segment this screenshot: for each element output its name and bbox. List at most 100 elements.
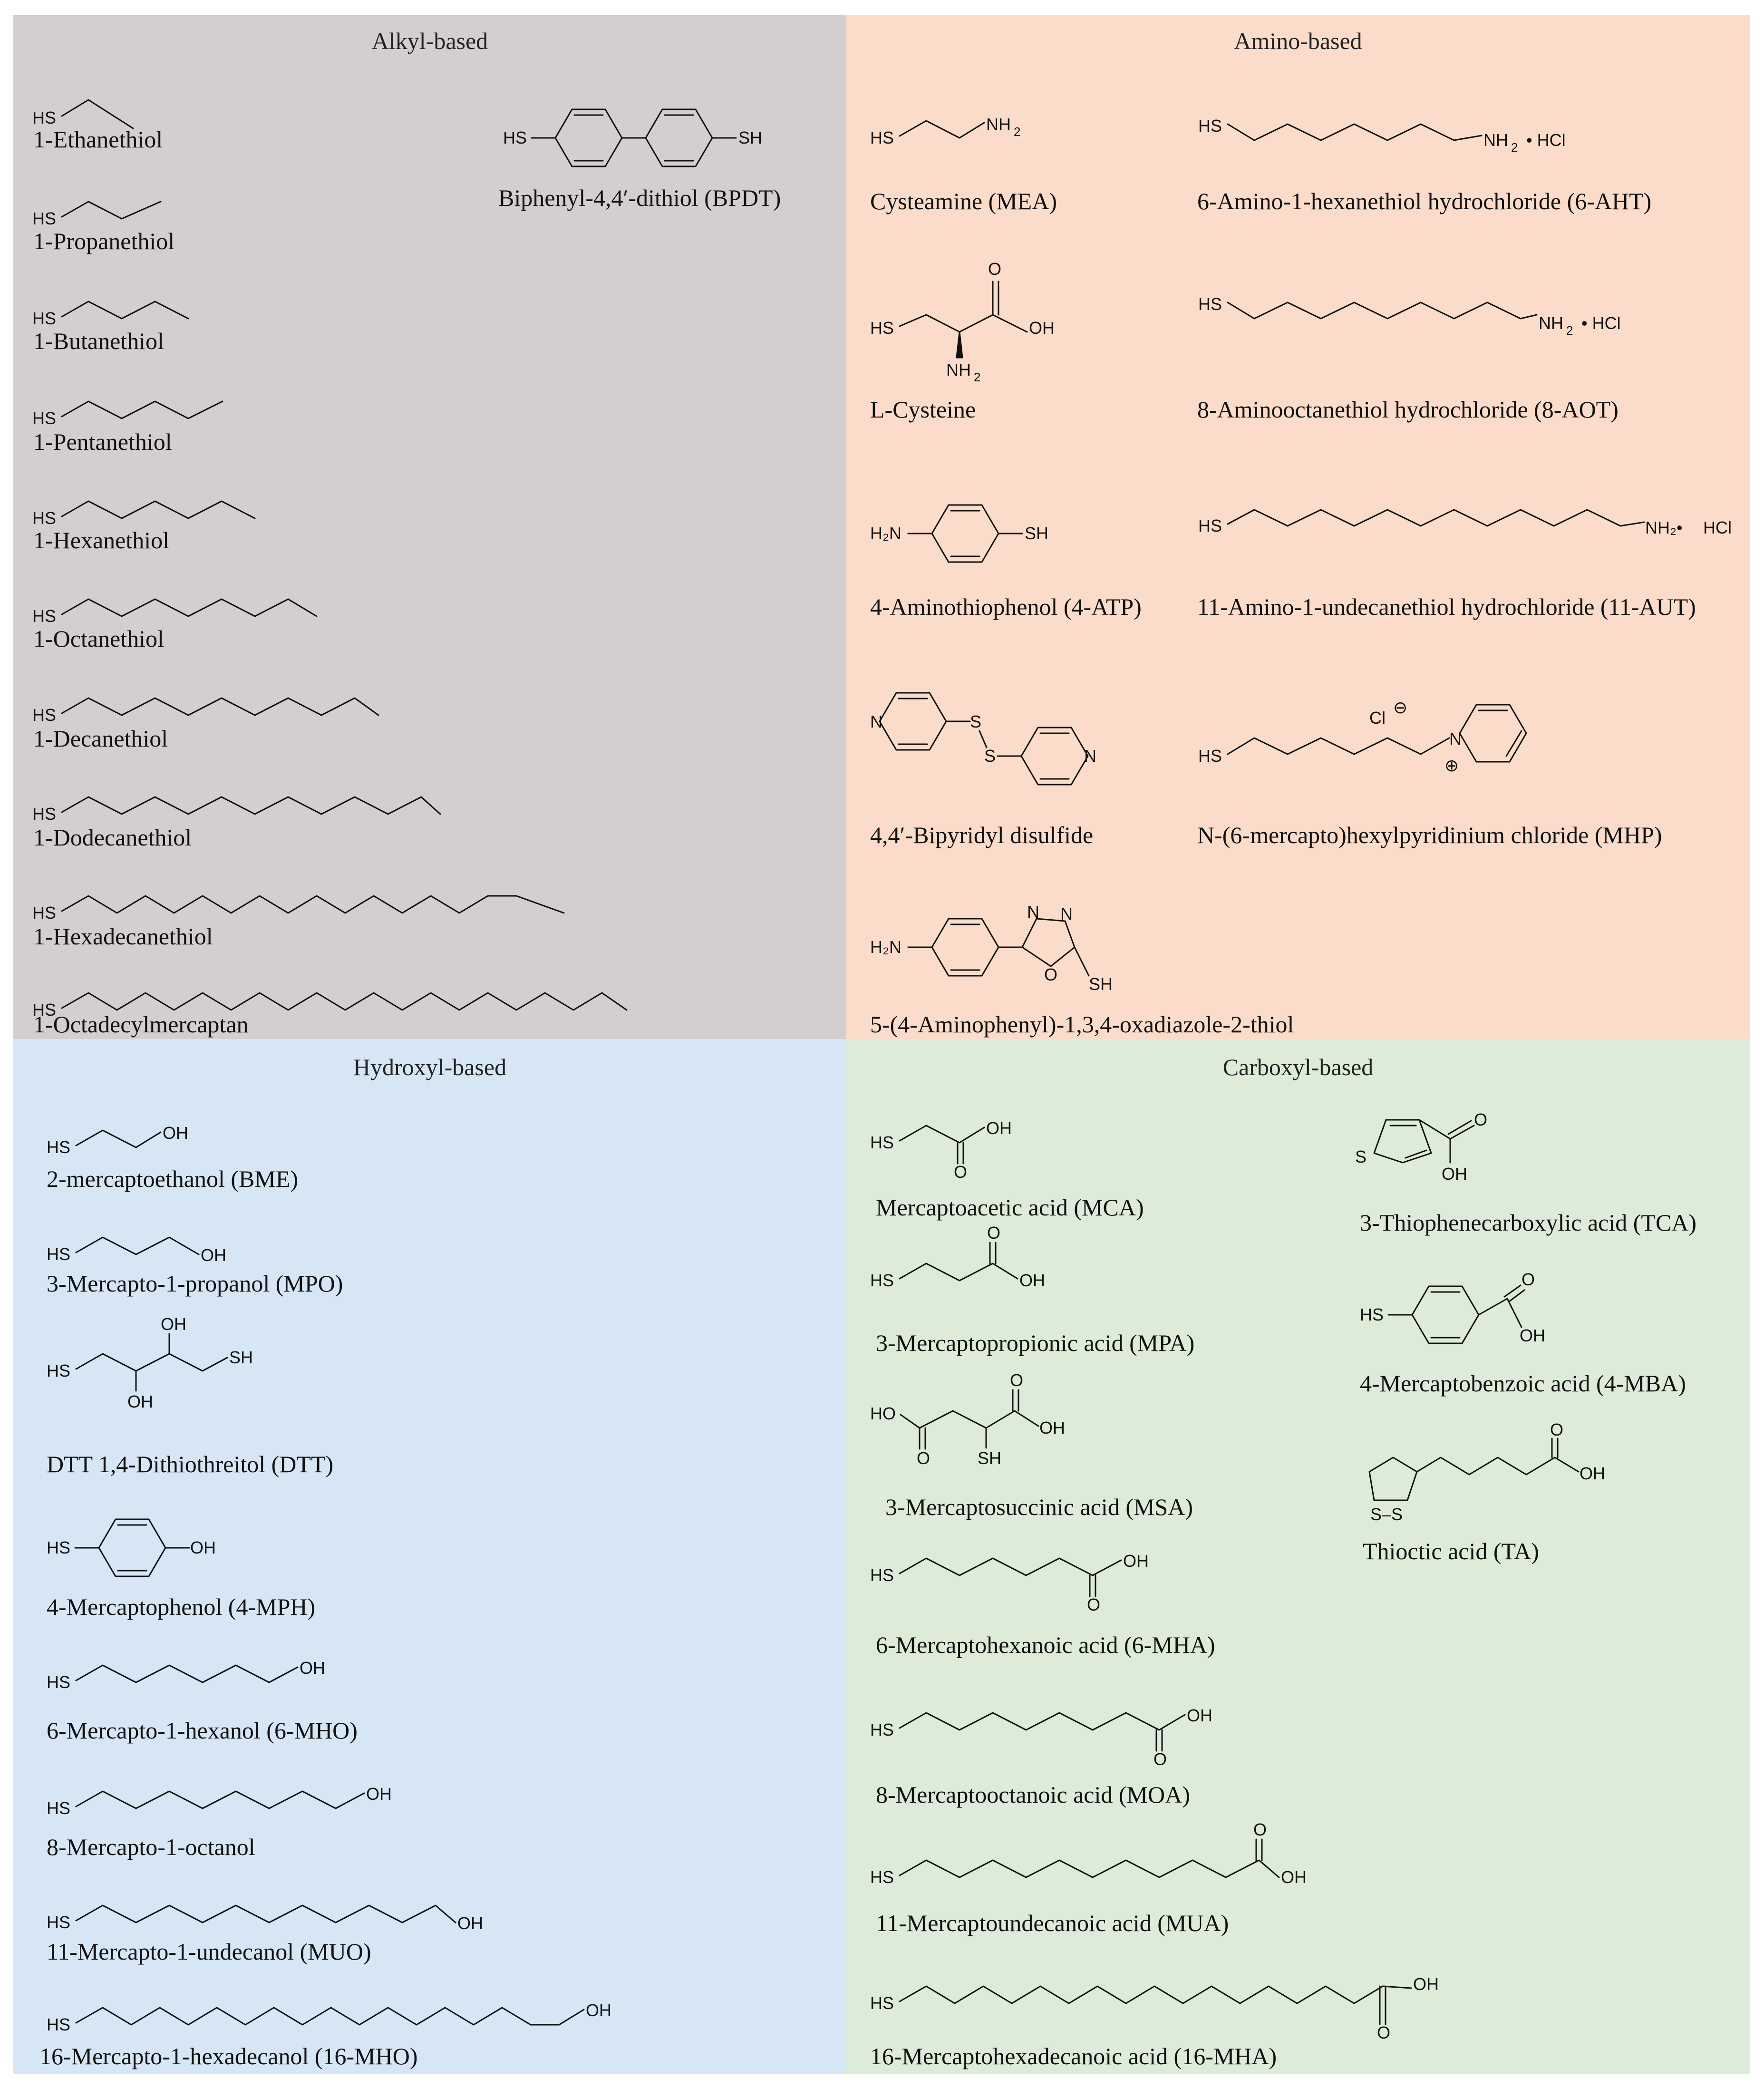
label-octanol: 8-Mercapto-1-octanol [47, 1834, 255, 1860]
svg-text:OH: OH [457, 1913, 483, 1933]
label-mua: 11-Mercaptoundecanoic acid (MUA) [876, 1910, 1229, 1936]
svg-text:HS: HS [32, 804, 56, 824]
aut-structure: HS NH₂• HCl [1198, 509, 1732, 537]
svg-text:HS: HS [32, 606, 56, 626]
ethanethiol-structure: HS [32, 99, 134, 129]
svg-text:OH: OH [1442, 1164, 1467, 1184]
label-tca: 3-Thiophenecarboxylic acid (TCA) [1360, 1209, 1697, 1236]
svg-text:H₂N: H₂N [870, 937, 901, 957]
svg-text:HS: HS [1198, 746, 1222, 766]
svg-text:OH: OH [366, 1784, 392, 1804]
svg-text:OH: OH [1413, 1974, 1439, 1994]
svg-text:O: O [954, 1162, 967, 1182]
oxadiazole-structure: H₂N N N O SH [870, 902, 1113, 994]
octadecylmercaptan-structure: HS [32, 992, 628, 1020]
svg-text:HS: HS [32, 903, 56, 923]
label-mpo: 3-Mercapto-1-propanol (MPO) [47, 1270, 343, 1297]
svg-text:OH: OH [201, 1245, 226, 1265]
mhp-structure: HS Cl ⊖ N ⊕ [1198, 698, 1527, 775]
label-ethanethiol: 1-Ethanethiol [33, 126, 163, 153]
label-muo: 11-Mercapto-1-undecanol (MUO) [47, 1938, 371, 1965]
carboxyl-panel: Carboxyl-based HS OH O Mercaptoacetic ac… [846, 1039, 1750, 2074]
label-dodecanethiol: 1-Dodecanethiol [33, 824, 192, 851]
svg-text:O: O [987, 1223, 1000, 1243]
label-aot: 8-Aminooctanethiol hydrochloride (8-AOT) [1197, 396, 1619, 423]
tca-structure: S O OH [1355, 1110, 1487, 1184]
label-aut: 11-Amino-1-undecanethiol hydrochloride (… [1197, 593, 1696, 620]
svg-text:2: 2 [1014, 125, 1020, 139]
octanol-structure: HS OH [47, 1784, 392, 1818]
label-pentanethiol: 1-Pentanethiol [33, 428, 172, 455]
label-mpa: 3-Mercaptopropionic acid (MPA) [876, 1330, 1195, 1356]
svg-text:HS: HS [47, 1798, 70, 1818]
label-butanethiol: 1-Butanethiol [33, 328, 164, 354]
svg-text:S: S [970, 712, 981, 731]
svg-text:HS: HS [870, 1993, 894, 2013]
svg-text:2: 2 [974, 370, 980, 384]
svg-text:HS: HS [32, 209, 56, 228]
svg-text:HS: HS [32, 705, 56, 725]
svg-text:H₂N: H₂N [870, 524, 901, 543]
svg-text:HS: HS [870, 1133, 894, 1152]
svg-text:HS: HS [47, 1913, 70, 1932]
svg-text:HS: HS [870, 128, 894, 147]
svg-text:OH: OH [1187, 1706, 1212, 1725]
svg-text:HS: HS [870, 318, 894, 338]
svg-text:O: O [1474, 1110, 1487, 1129]
label-moa: 8-Mercaptooctanoic acid (MOA) [876, 1781, 1190, 1808]
svg-text:HS: HS [1360, 1305, 1384, 1324]
svg-text:OH: OH [190, 1538, 216, 1557]
svg-text:SH: SH [738, 128, 762, 147]
svg-text:HCl: HCl [1703, 518, 1732, 537]
label-dtt: DTT 1,4-Dithiothreitol (DTT) [47, 1451, 334, 1477]
label-ta: Thioctic acid (TA) [1363, 1538, 1539, 1564]
svg-text:HS: HS [32, 1000, 56, 1020]
svg-text:OH: OH [1123, 1551, 1149, 1571]
mph-structure: HS OH [47, 1518, 216, 1577]
mho16-structure: HS OH [47, 2001, 611, 2034]
bme-structure: HS OH [47, 1123, 188, 1157]
svg-text:OH: OH [1580, 1464, 1605, 1483]
svg-text:O: O [1550, 1420, 1563, 1439]
alkyl-title: Alkyl-based [371, 28, 488, 54]
svg-text:OH: OH [1281, 1867, 1307, 1887]
decanethiol-structure: HS [32, 697, 379, 725]
mha6-structure: HS OH O [870, 1551, 1149, 1614]
svg-text:HS: HS [870, 1271, 894, 1290]
svg-text:O: O [1253, 1820, 1267, 1839]
svg-text:OH: OH [127, 1392, 153, 1411]
svg-text:N: N [1027, 902, 1039, 922]
svg-text:HS: HS [870, 1720, 894, 1739]
svg-text:O: O [1044, 965, 1057, 984]
svg-text:NH₂•: NH₂• [1645, 518, 1683, 537]
mua-structure: HS OH O [870, 1820, 1307, 1887]
muo-structure: HS OH [47, 1904, 483, 1933]
label-octadecylmercaptan: 1-Octadecylmercaptan [33, 1011, 249, 1038]
svg-text:NH: NH [946, 360, 971, 379]
pentanethiol-structure: HS [32, 400, 223, 428]
label-mha16: 16-Mercaptohexadecanoic acid (16-MHA) [870, 2043, 1277, 2069]
hexadecanethiol-structure: HS [32, 895, 565, 923]
svg-text:S–S: S–S [1370, 1505, 1403, 1524]
svg-text:OH: OH [586, 2001, 611, 2020]
hexanethiol-structure: HS [32, 500, 256, 528]
svg-text:O: O [1153, 1749, 1167, 1769]
label-bpdt: Biphenyl-4,4′-dithiol (BPDT) [498, 185, 781, 211]
svg-text:• HCl: • HCl [1581, 313, 1621, 333]
svg-text:N: N [1084, 746, 1096, 766]
label-aht: 6-Amino-1-hexanethiol hydrochloride (6-A… [1197, 188, 1652, 214]
svg-text:HS: HS [47, 1244, 70, 1264]
svg-text:S: S [984, 746, 996, 766]
label-cysteine: L-Cysteine [870, 396, 976, 423]
svg-text:N: N [1060, 904, 1073, 923]
label-octanethiol: 1-Octanethiol [33, 625, 164, 652]
svg-text:HS: HS [32, 508, 56, 528]
label-mph: 4-Mercaptophenol (4-MPH) [47, 1593, 316, 1620]
msa-structure: HO O O OH SH [870, 1370, 1065, 1468]
mba-structure: HS O OH [1360, 1270, 1545, 1345]
svg-text:• HCl: • HCl [1526, 130, 1566, 150]
svg-text:OH: OH [1520, 1326, 1545, 1345]
label-hexadecanethiol: 1-Hexadecanethiol [33, 923, 213, 950]
amino-title: Amino-based [1234, 28, 1362, 54]
